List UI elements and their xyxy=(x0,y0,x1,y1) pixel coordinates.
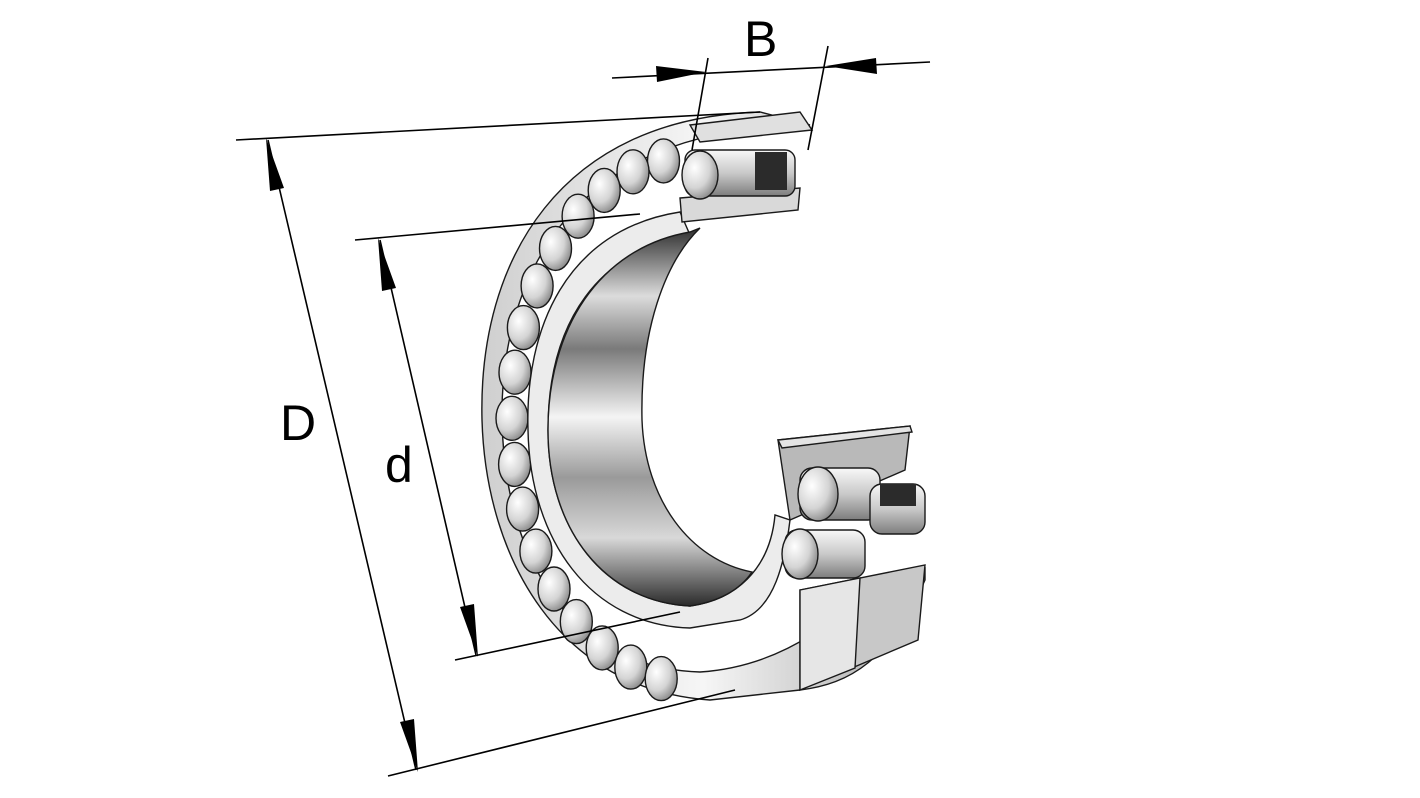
section-rollers-upper xyxy=(681,149,796,200)
roller xyxy=(537,566,571,612)
roller xyxy=(614,644,648,690)
label-D: D xyxy=(280,395,316,451)
roller xyxy=(495,395,529,441)
arrow-d-bottom xyxy=(460,604,478,657)
roller xyxy=(646,138,681,184)
arrow-D-bottom xyxy=(400,719,418,772)
label-d: d xyxy=(385,437,413,493)
roller xyxy=(644,655,678,702)
roller xyxy=(616,149,650,195)
label-B: B xyxy=(744,11,777,67)
bearing-body xyxy=(481,111,926,702)
arrow-B-right xyxy=(826,58,877,74)
dimension-lines xyxy=(235,45,931,777)
arrow-D-top xyxy=(266,138,284,191)
arrow-B-left xyxy=(656,66,706,82)
roller xyxy=(538,225,573,272)
dimension-d-line xyxy=(379,239,477,656)
roller-row xyxy=(495,138,681,702)
roller xyxy=(519,528,553,574)
section-rollers-lower xyxy=(781,466,926,580)
roller xyxy=(585,625,619,671)
bore-surface xyxy=(547,227,754,607)
roller xyxy=(498,349,532,395)
roller xyxy=(506,304,541,351)
roller xyxy=(497,441,532,488)
roller xyxy=(561,193,595,239)
arrow-d-top xyxy=(378,238,396,291)
roller xyxy=(587,167,621,214)
roller xyxy=(520,263,554,309)
dimension-D-line xyxy=(267,139,417,771)
roller xyxy=(505,486,540,532)
